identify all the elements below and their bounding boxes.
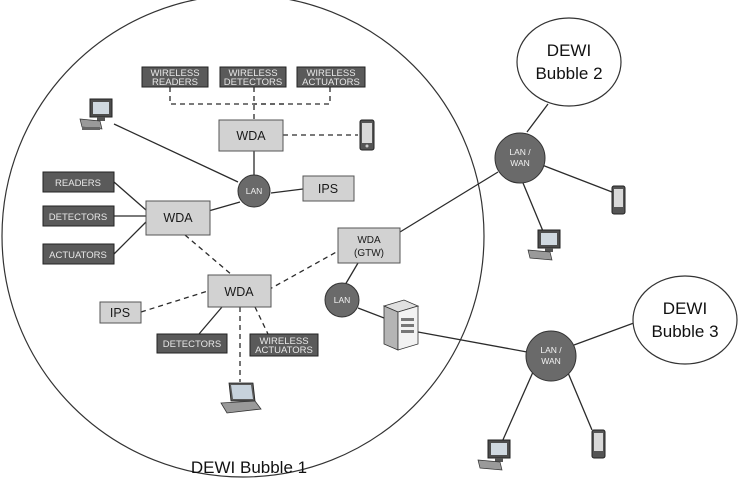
- server-icon: [382, 299, 420, 351]
- svg-text:WIRELESS: WIRELESS: [150, 68, 199, 79]
- svg-text:ACTUATORS: ACTUATORS: [255, 345, 313, 356]
- svg-text:DETECTORS: DETECTORS: [163, 339, 221, 350]
- wireless-detectors-box: WIRELESS DETECTORS: [219, 66, 287, 88]
- bubble-1-label: DEWI Bubble 1: [191, 458, 307, 477]
- wireless-actuators-box: WIRELESS ACTUATORS: [296, 66, 366, 88]
- svg-text:WIRELESS: WIRELESS: [228, 68, 277, 79]
- wda-top-node: WDA: [218, 119, 284, 152]
- svg-text:Bubble 2: Bubble 2: [535, 64, 602, 83]
- svg-text:IPS: IPS: [318, 182, 338, 196]
- bubble-1-boundary: [1, 0, 485, 478]
- svg-text:WAN: WAN: [541, 356, 561, 366]
- svg-text:LAN /: LAN /: [540, 345, 562, 355]
- svg-text:ACTUATORS: ACTUATORS: [49, 250, 107, 261]
- svg-text:DETECTORS: DETECTORS: [224, 77, 282, 88]
- wda-gateway-node: WDA (GTW): [337, 227, 401, 264]
- readers-box: READERS: [42, 171, 115, 193]
- ips-top-box: IPS: [302, 175, 355, 202]
- desktop-computer-icon: [477, 439, 511, 471]
- bubble-2: DEWI Bubble 2: [516, 17, 622, 107]
- svg-text:READERS: READERS: [55, 178, 101, 189]
- actuators-box: ACTUATORS: [42, 243, 115, 265]
- svg-text:LAN: LAN: [334, 295, 351, 305]
- svg-text:Bubble 3: Bubble 3: [651, 322, 718, 341]
- bubble-3: DEWI Bubble 3: [632, 275, 738, 365]
- desktop-computer-icon: [79, 98, 113, 130]
- svg-text:DEWI: DEWI: [663, 299, 707, 318]
- laptop-icon: [220, 382, 262, 414]
- svg-text:WDA: WDA: [236, 129, 266, 143]
- svg-text:WDA: WDA: [357, 235, 381, 246]
- lan-wan-hub-3: LAN / WAN: [525, 330, 577, 382]
- svg-text:WIRELESS: WIRELESS: [306, 68, 355, 79]
- smartphone-icon: [611, 185, 626, 215]
- svg-text:READERS: READERS: [152, 77, 198, 88]
- svg-text:WAN: WAN: [510, 158, 530, 168]
- bottom-wireless-actuators-box: WIRELESS ACTUATORS: [249, 333, 319, 357]
- smartphone-icon: [591, 429, 606, 459]
- lan-gateway-hub: LAN: [324, 282, 360, 318]
- lan-center-hub: LAN: [237, 174, 271, 208]
- svg-text:LAN: LAN: [246, 186, 263, 196]
- ips-left-box: IPS: [99, 301, 142, 324]
- svg-text:WIRELESS: WIRELESS: [259, 336, 308, 347]
- svg-text:(GTW): (GTW): [354, 248, 384, 259]
- wireless-readers-box: WIRELESS READERS: [141, 66, 209, 88]
- detectors-box: DETECTORS: [42, 205, 115, 227]
- svg-text:DETECTORS: DETECTORS: [49, 212, 107, 223]
- svg-text:LAN /: LAN /: [509, 147, 531, 157]
- svg-text:WDA: WDA: [224, 285, 254, 299]
- bottom-detectors-box: DETECTORS: [156, 333, 228, 354]
- svg-text:IPS: IPS: [110, 306, 130, 320]
- svg-text:ACTUATORS: ACTUATORS: [302, 77, 360, 88]
- wda-bottom-node: WDA: [207, 274, 272, 308]
- desktop-computer-icon: [527, 229, 561, 261]
- lan-wan-hub-2: LAN / WAN: [494, 132, 546, 184]
- smartphone-icon: [359, 119, 375, 151]
- wda-left-node: WDA: [145, 200, 211, 236]
- connection-lines: [113, 87, 643, 443]
- svg-text:WDA: WDA: [163, 211, 193, 225]
- svg-text:DEWI: DEWI: [547, 41, 591, 60]
